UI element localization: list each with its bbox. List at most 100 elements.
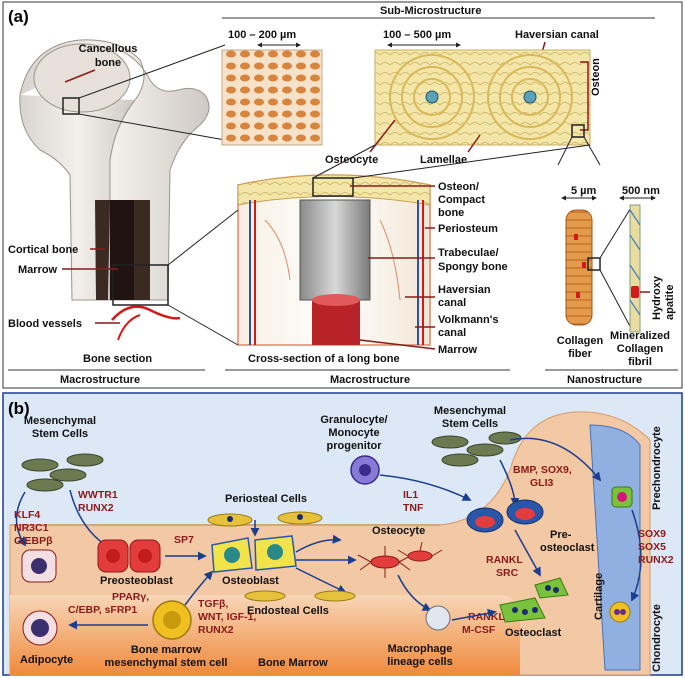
osteocyte-cells xyxy=(357,541,443,578)
label-osteoclast: Osteoclast xyxy=(505,627,562,639)
label-macrophage-2: lineage cells xyxy=(387,656,452,668)
endosteal-cell-1 xyxy=(244,590,286,602)
label-granulocyte-1: Granulocyte/ xyxy=(320,414,387,426)
label-osteocyte-a: Osteocyte xyxy=(325,154,378,166)
factor-il1: IL1 xyxy=(403,489,418,501)
panel-a: (a) Cancellous bone Cortical bone Marrow… xyxy=(2,1,683,389)
bone-section-box xyxy=(112,264,169,306)
label-adipocyte: Adipocyte xyxy=(20,654,73,666)
label-volkmanns-canal-1: Volkmann's xyxy=(438,314,498,326)
label-osteon-compact-1: Osteon/ xyxy=(438,181,479,193)
scale-5um: 5 µm xyxy=(571,185,597,197)
cancellous-microtile xyxy=(221,49,323,146)
scale-cancellous: 100 – 200 µm xyxy=(228,29,296,41)
label-msc-left-1: Mesenchymal xyxy=(24,415,96,427)
label-haversian-canal-mid-2: canal xyxy=(438,297,466,309)
label-chondrocyte: Chondrocyte xyxy=(651,604,663,672)
label-macrostructure-left: Macrostructure xyxy=(60,374,140,386)
label-cancellous-bone-2: bone xyxy=(95,57,121,69)
label-bm-msc-2: mesenchymal stem cell xyxy=(105,657,228,669)
collagen-fiber-shape xyxy=(565,209,593,326)
factor-pparg: PPARγ, xyxy=(112,591,149,603)
label-msc-right-2: Stem Cells xyxy=(442,418,498,430)
label-mineralized-1: Mineralized xyxy=(610,330,670,342)
label-marrow-mid: Marrow xyxy=(438,344,478,356)
label-periosteal-cells: Periosteal Cells xyxy=(225,493,307,505)
factor-nr3c1: NR3C1 xyxy=(14,522,49,534)
label-trabeculae-1: Trabeculae/ xyxy=(438,247,499,259)
label-trabeculae-2: Spongy bone xyxy=(438,261,508,273)
panel-b: (b) Mesenchymal Stem Cells KLF4 NR3C1 C/… xyxy=(2,392,683,676)
label-macrostructure-mid: Macrostructure xyxy=(330,374,410,386)
factor-runx2-b: RUNX2 xyxy=(198,624,234,636)
label-volkmanns-canal-2: canal xyxy=(438,327,466,339)
factor-rankl-a: RANKL xyxy=(486,554,523,566)
label-periosteum: Periosteum xyxy=(438,223,498,235)
factor-sox5: SOX5 xyxy=(638,541,666,553)
label-bm-msc-1: Bone marrow xyxy=(131,644,202,656)
label-hydroxy-apatite-1: Hydroxy xyxy=(651,275,663,320)
label-msc-left-2: Stem Cells xyxy=(32,428,88,440)
label-macrophage-1: Macrophage xyxy=(388,643,453,655)
label-osteoblast: Osteoblast xyxy=(222,575,279,587)
msc-cluster-left xyxy=(21,453,104,492)
label-osteon-compact-3: bone xyxy=(438,207,464,219)
label-bone-section: Bone section xyxy=(83,353,152,365)
panel-b-label: (b) xyxy=(8,399,30,418)
label-collagen-fiber-1: Collagen xyxy=(557,335,604,347)
label-endosteal-cells: Endosteal Cells xyxy=(247,605,329,617)
label-pre-osteoclast-1: Pre- xyxy=(550,529,572,541)
osteoclast-cells xyxy=(499,577,569,623)
femur-illustration xyxy=(19,39,226,341)
panel-a-label: (a) xyxy=(8,7,29,26)
factor-wnt-igf: WNT, IGF-1, xyxy=(198,611,256,623)
osteon-rings xyxy=(389,54,573,140)
factor-cebp-sfrp1: C/EBP, sFRP1 xyxy=(68,604,137,616)
endosteal-cell-2 xyxy=(314,590,356,602)
blood-vessel-line xyxy=(111,305,181,321)
factor-runx2-c: RUNX2 xyxy=(638,554,674,566)
label-cartilage: Cartilage xyxy=(593,573,605,620)
label-marrow-left: Marrow xyxy=(18,264,58,276)
label-osteon: Osteon xyxy=(590,58,602,96)
title-sub-microstructure: Sub-Microstructure xyxy=(380,5,481,17)
label-cortical-bone: Cortical bone xyxy=(8,244,78,256)
factor-klf4: KLF4 xyxy=(14,509,40,521)
label-cancellous-bone-1: Cancellous xyxy=(79,43,138,55)
bone-marrow-region xyxy=(10,595,520,675)
label-haversian-canal-top: Haversian canal xyxy=(515,29,599,41)
factor-tgfb: TGFβ, xyxy=(198,598,228,610)
label-osteocyte-b: Osteocyte xyxy=(372,525,425,537)
label-collagen-fiber-2: fiber xyxy=(568,348,593,360)
factor-tnf: TNF xyxy=(403,502,424,514)
osteon-microtile xyxy=(374,49,591,146)
collagen-nanostructure xyxy=(561,195,656,333)
factor-sp7: SP7 xyxy=(174,534,194,546)
long-bone-cross-section xyxy=(167,144,591,346)
factor-bmp: BMP, SOX9, xyxy=(513,464,572,476)
label-blood-vessels: Blood vessels xyxy=(8,318,82,330)
label-bone-marrow: Bone Marrow xyxy=(258,657,328,669)
label-osteon-compact-2: Compact xyxy=(438,194,485,206)
label-prechondrocyte: Prechondrocyte xyxy=(651,426,663,510)
factor-wwtr1: WWTR1 xyxy=(78,489,118,501)
label-pre-osteoclast-2: osteoclast xyxy=(540,542,595,554)
label-hydroxy-apatite-2: apatite xyxy=(664,285,676,320)
factor-runx2-a: RUNX2 xyxy=(78,502,114,514)
label-granulocyte-2: Monocyte xyxy=(328,427,379,439)
msc-cluster-right xyxy=(431,431,522,467)
label-haversian-canal-mid-1: Haversian xyxy=(438,284,491,296)
factor-sox9: SOX9 xyxy=(638,528,666,540)
label-preosteoblast: Preosteoblast xyxy=(100,575,173,587)
factor-mcsf: M-CSF xyxy=(462,624,496,636)
scale-500nm: 500 nm xyxy=(622,185,660,197)
label-mineralized-2: Collagen xyxy=(617,343,664,355)
factor-src: SRC xyxy=(496,567,519,579)
label-mineralized-3: fibril xyxy=(628,356,652,368)
preosteoblast-cells xyxy=(97,539,161,573)
label-nanostructure: Nanostructure xyxy=(567,374,642,386)
label-granulocyte-3: progenitor xyxy=(327,440,383,452)
label-lamellae: Lamellae xyxy=(420,154,467,166)
osteoblast-cells xyxy=(211,535,297,573)
scale-osteon: 100 – 500 µm xyxy=(383,29,451,41)
